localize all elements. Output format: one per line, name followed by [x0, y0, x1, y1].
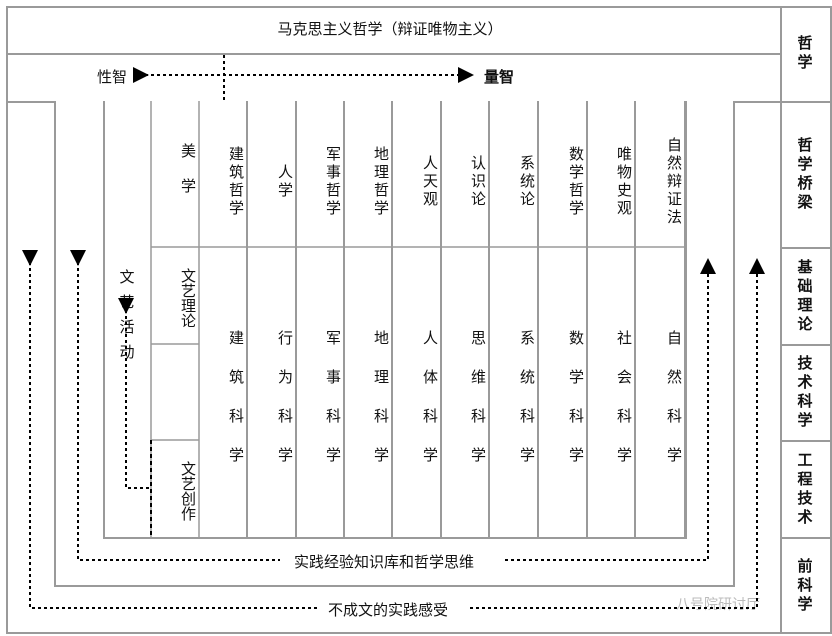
bridge-0: 建筑哲学	[227, 146, 245, 218]
science-5: 思维科学	[469, 330, 487, 486]
outer-loop-arrow-right	[470, 258, 765, 609]
level-engineering: 工程技术	[780, 440, 830, 537]
column-divider	[440, 101, 442, 537]
art-theory: 文艺理论	[179, 268, 197, 328]
art-creation: 文艺创作	[179, 461, 197, 521]
column-divider	[537, 101, 539, 537]
science-9: 自然科学	[665, 330, 683, 486]
aesthetics: 美学	[179, 143, 197, 213]
watermark: 八号院研讨厅	[676, 597, 760, 613]
column-divider	[684, 101, 686, 537]
science-8: 社会科学	[615, 330, 633, 486]
level-pre-science: 前科学	[780, 537, 830, 633]
level-basic-theory: 基础理论	[780, 247, 830, 344]
science-3: 地理科学	[372, 330, 390, 486]
title: 马克思主义哲学（辩证唯物主义）	[277, 20, 503, 38]
bridge-7: 数学哲学	[567, 146, 585, 218]
inner-frame-2	[103, 101, 687, 539]
right-pole: 量智	[484, 68, 515, 86]
column-divider	[634, 101, 636, 537]
level-column-divider	[780, 6, 782, 634]
inner-loop-arrow-left	[70, 250, 280, 561]
column-divider	[488, 101, 490, 537]
science-0: 建筑科学	[227, 330, 245, 486]
bridge-1: 人学	[276, 164, 294, 200]
bridge-8: 唯物史观	[615, 146, 633, 218]
science-2: 军事科学	[324, 330, 342, 486]
science-1: 行为科学	[276, 330, 294, 486]
science-4: 人体科学	[421, 330, 439, 486]
science-6: 系统科学	[518, 330, 536, 486]
level-philosophy: 哲学	[795, 34, 814, 73]
bridge-9: 自然辩证法	[665, 137, 683, 227]
bridge-3: 地理哲学	[372, 146, 390, 218]
bridge-4: 人天观	[421, 155, 439, 209]
level-technical-science: 技术科学	[780, 344, 830, 440]
outer-loop-arrow-left	[22, 250, 320, 609]
bridge-5: 认识论	[469, 155, 487, 209]
bridge-6: 系统论	[518, 155, 536, 209]
left-pole: 性智	[97, 68, 128, 86]
bridge-2: 军事哲学	[324, 146, 342, 218]
title-row	[6, 6, 782, 55]
column-divider	[295, 101, 297, 537]
art-creation-arrow	[118, 298, 151, 489]
inner-loop-arrow-right	[505, 258, 716, 561]
column-divider	[343, 101, 345, 537]
science-7: 数学科学	[567, 330, 585, 486]
inner-loop-label: 实践经验知识库和哲学思维	[288, 551, 481, 572]
level-bridge: 哲学桥梁	[780, 101, 830, 247]
column-divider	[246, 101, 248, 537]
column-divider	[586, 101, 588, 537]
outer-loop-label: 不成文的实践感受	[322, 599, 455, 620]
column-divider	[391, 101, 393, 537]
